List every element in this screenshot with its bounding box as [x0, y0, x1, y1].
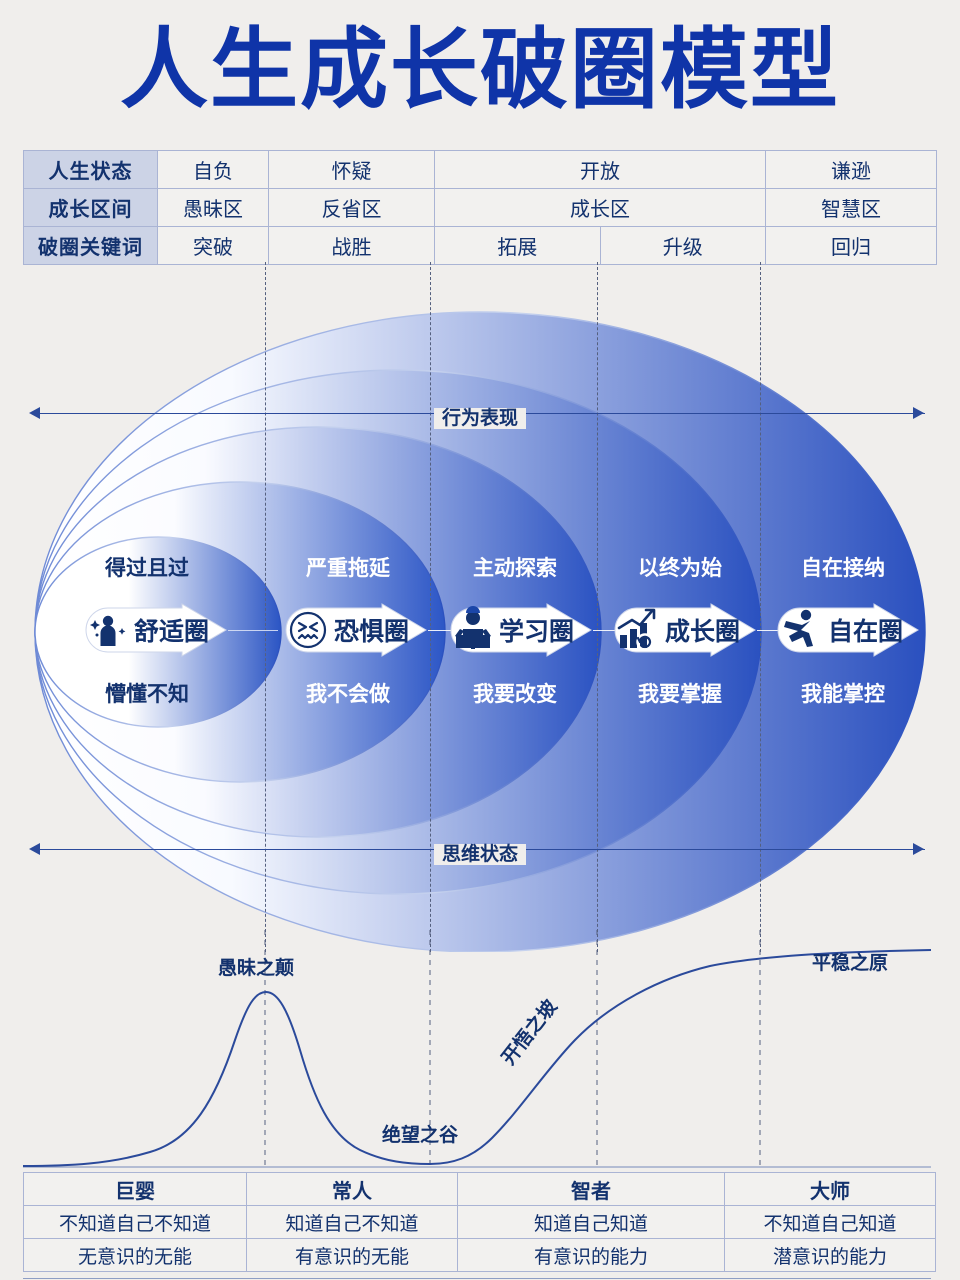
cell-growth-zone-3: 成长区 [434, 188, 766, 227]
guide-line-3 [597, 262, 598, 952]
table-row: 巨婴 常人 智者 大师 [23, 1172, 936, 1206]
cell-awareness-4: 不知道自己知道 [724, 1205, 936, 1239]
cell-life-state-2: 怀疑 [268, 150, 435, 189]
cell-growth-zone-1: 愚昧区 [157, 188, 269, 227]
ring-label: 学习圈 [499, 617, 574, 646]
ring-badge-comfort[interactable]: 舒适圈 [78, 602, 228, 658]
concentric-rings-diagram: 行为表现 思维状态 得过且过 懵懂不知 舒适圈 [0, 262, 960, 952]
stage-mindset-growth: 我要掌握 [638, 683, 722, 706]
table-row: 人生状态 自负 怀疑 开放 谦逊 [23, 150, 937, 189]
cell-awareness-2: 知道自己不知道 [246, 1205, 458, 1239]
reading-person-icon [455, 606, 491, 649]
cell-persona-2: 常人 [246, 1172, 458, 1206]
stage-behavior-fear: 严重拖延 [306, 557, 390, 580]
axis-label: 思维状态 [0, 839, 960, 866]
behavior-axis: 行为表现 [0, 404, 960, 429]
ring-label: 舒适圈 [134, 617, 209, 646]
cell-life-state-4: 谦逊 [765, 150, 937, 189]
cell-keyword-5: 回归 [765, 226, 937, 265]
table-row: 成长区间 愚昧区 反省区 成长区 智慧区 [23, 188, 937, 227]
cell-awareness-1: 不知道自己不知道 [23, 1205, 247, 1239]
cell-competence-2: 有意识的无能 [246, 1238, 458, 1272]
connector-1 [228, 630, 278, 631]
arrow-head-left-icon [29, 843, 40, 855]
ring-badge-growth[interactable]: 成长圈 [607, 602, 757, 658]
guide-line-4 [760, 262, 761, 952]
table-row: 破圈关键词 突破 战胜 拓展 升级 回归 [23, 226, 937, 265]
cell-keyword-2: 战胜 [268, 226, 435, 265]
ring-badge-freedom[interactable]: 自在圈 [770, 602, 920, 658]
row-header-growth-zone: 成长区间 [23, 188, 158, 227]
guide-line-1 [265, 262, 266, 952]
connector-4 [757, 630, 797, 631]
arrow-head-left-icon [29, 407, 40, 419]
curve-annotation-valley: 绝望之谷 [382, 1125, 459, 1146]
cell-awareness-3: 知道自己知道 [457, 1205, 725, 1239]
connector-3 [593, 630, 635, 631]
row-header-life-state: 人生状态 [23, 150, 158, 189]
cell-competence-4: 潜意识的能力 [724, 1238, 936, 1272]
cell-keyword-4: 升级 [599, 226, 766, 265]
cell-keyword-3: 拓展 [434, 226, 601, 265]
cell-persona-1: 巨婴 [23, 1172, 247, 1206]
arrow-head-right-icon [913, 843, 924, 855]
rings-svg [34, 311, 926, 952]
ring-label: 成长圈 [665, 617, 740, 646]
curve-annotation-plateau: 平稳之原 [812, 953, 889, 974]
stage-mindset-fear: 我不会做 [306, 683, 390, 706]
cell-life-state-1: 自负 [157, 150, 269, 189]
row-header-keyword: 破圈关键词 [23, 226, 158, 265]
table-row: 无意识的无能 有意识的无能 有意识的能力 潜意识的能力 [23, 1238, 936, 1272]
curve-svg [22, 930, 932, 1168]
ring-label: 恐惧圈 [334, 617, 409, 646]
axis-label: 行为表现 [0, 403, 960, 430]
bottom-frame-line [23, 1278, 931, 1279]
stage-behavior-learning: 主动探索 [473, 557, 557, 580]
cell-competence-3: 有意识的能力 [457, 1238, 725, 1272]
stage-attribute-table: 人生状态 自负 怀疑 开放 谦逊 成长区间 愚昧区 反省区 成长区 智慧区 破圈… [23, 150, 937, 265]
stage-behavior-growth: 以终为始 [638, 557, 722, 580]
cell-growth-zone-4: 智慧区 [765, 188, 937, 227]
cell-persona-4: 大师 [724, 1172, 936, 1206]
mindset-axis: 思维状态 [0, 840, 960, 865]
growth-chart-icon [617, 608, 656, 651]
curve-path [22, 949, 932, 1167]
curve-annotation-peak: 愚昧之颠 [218, 958, 295, 979]
connector-2 [428, 630, 473, 631]
table-row: 不知道自己不知道 知道自己不知道 知道自己知道 不知道自己知道 [23, 1205, 936, 1239]
stage-behavior-freedom: 自在接纳 [801, 557, 885, 580]
cell-life-state-3: 开放 [434, 150, 766, 189]
cell-growth-zone-2: 反省区 [268, 188, 435, 227]
cell-competence-1: 无意识的无能 [23, 1238, 247, 1272]
cell-keyword-1: 突破 [157, 226, 269, 265]
ring-badge-learning[interactable]: 学习圈 [443, 602, 593, 658]
stage-mindset-comfort: 懵懂不知 [105, 683, 189, 706]
ring-label: 自在圈 [828, 617, 903, 646]
ring-badge-fear[interactable]: 恐惧圈 [278, 602, 428, 658]
arrow-head-right-icon [913, 407, 924, 419]
cell-persona-3: 智者 [457, 1172, 725, 1206]
person-sparkle-icon [90, 615, 126, 646]
awareness-stage-table: 巨婴 常人 智者 大师 不知道自己不知道 知道自己不知道 知道自己知道 不知道自… [23, 1172, 936, 1272]
dunning-kruger-chart: 愚昧之颠 绝望之谷 开悟之坡 平稳之原 [0, 930, 960, 1175]
guide-line-2 [430, 262, 431, 952]
stage-mindset-learning: 我要改变 [473, 683, 557, 706]
stage-mindset-freedom: 我能掌控 [801, 683, 885, 706]
stage-behavior-comfort: 得过且过 [105, 557, 189, 580]
running-person-icon [784, 609, 813, 647]
page-title: 人生成长破圈模型 [119, 18, 840, 121]
angry-face-icon [289, 611, 327, 649]
